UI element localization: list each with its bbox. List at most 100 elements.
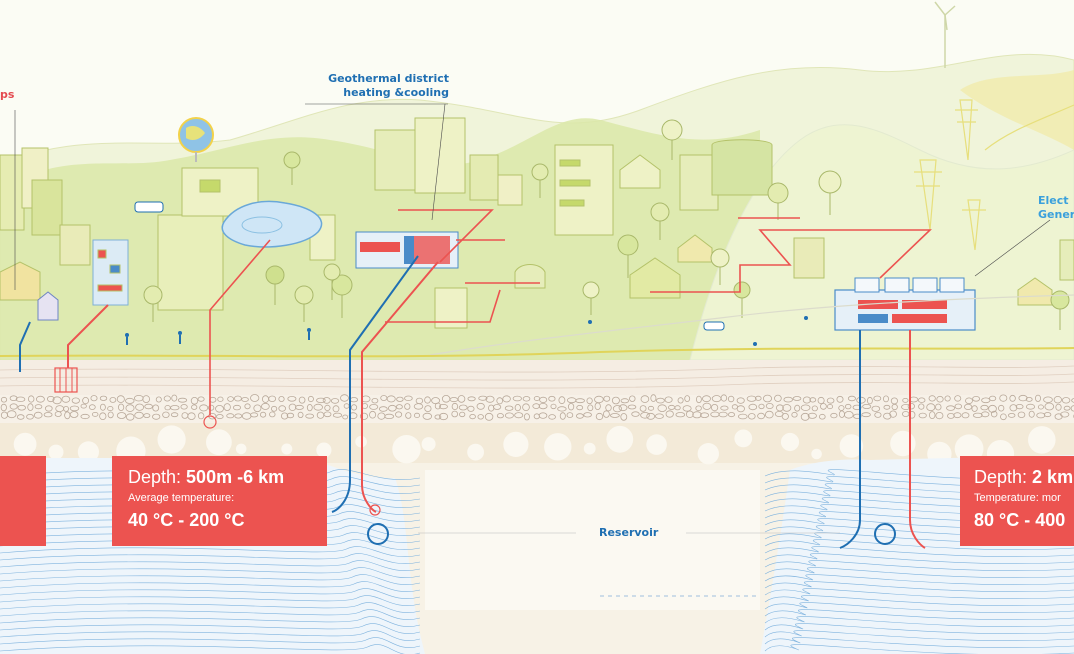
pebble xyxy=(972,412,983,418)
infobox-partial-left xyxy=(0,456,46,546)
pebble xyxy=(583,412,592,418)
pebble xyxy=(476,402,485,410)
rock-line xyxy=(764,637,1074,648)
pebble xyxy=(700,412,710,419)
pebble xyxy=(1015,403,1024,410)
buildings-left xyxy=(0,147,336,321)
pebble xyxy=(640,395,650,403)
rock-line xyxy=(764,616,1074,627)
pebble xyxy=(883,404,891,410)
pebble xyxy=(999,394,1008,402)
pebble xyxy=(125,413,135,421)
pebble xyxy=(180,404,188,410)
pebble xyxy=(891,403,898,411)
pebble xyxy=(684,395,691,403)
pebble xyxy=(504,412,514,419)
pebble xyxy=(125,397,135,404)
rock-line xyxy=(0,602,421,613)
pebble xyxy=(170,405,180,411)
pebble xyxy=(26,413,34,420)
solar-globe-icon xyxy=(178,117,214,162)
pebble xyxy=(718,411,728,418)
pebble xyxy=(883,412,892,420)
power-pylon-icon xyxy=(914,99,1074,251)
pebble xyxy=(69,405,80,412)
pebble xyxy=(550,403,557,410)
pebble xyxy=(496,397,504,405)
pebble xyxy=(404,395,413,401)
wells xyxy=(19,239,926,549)
pebble xyxy=(1017,411,1026,418)
pebble xyxy=(988,395,997,402)
pebble xyxy=(234,413,243,419)
pebble xyxy=(82,396,89,405)
pebble xyxy=(187,412,196,421)
rock-line xyxy=(764,602,1074,613)
pebble xyxy=(802,396,812,404)
pebble xyxy=(728,412,736,418)
pebble xyxy=(918,412,927,419)
pebble xyxy=(747,413,756,420)
pebble xyxy=(603,395,611,402)
bubble xyxy=(316,442,332,458)
district-label-line1: Geothermal district xyxy=(328,72,449,85)
bubble xyxy=(646,434,667,455)
pebble xyxy=(305,413,315,419)
pebble xyxy=(575,398,585,404)
rock-line xyxy=(0,595,421,606)
pebble xyxy=(109,396,117,403)
pebble xyxy=(758,403,765,410)
rock-line xyxy=(0,567,421,578)
pebble xyxy=(125,404,135,412)
rock-line xyxy=(764,630,1074,641)
pebble xyxy=(16,414,25,420)
pebble xyxy=(765,402,774,409)
rock-line xyxy=(764,588,1074,599)
buildings-district xyxy=(374,117,1074,329)
pebble xyxy=(297,411,304,418)
pebble xyxy=(620,398,629,404)
wind-turbine-icon xyxy=(934,1,956,68)
pebble xyxy=(902,397,909,403)
pebble xyxy=(451,410,459,418)
bubble xyxy=(544,433,572,461)
pebble xyxy=(485,395,495,403)
pebble xyxy=(451,402,459,411)
pebble xyxy=(116,395,125,403)
temperature-label: Average temperature: xyxy=(128,492,235,504)
rock-line xyxy=(764,581,1074,592)
pebble xyxy=(566,412,574,419)
pebble xyxy=(1063,405,1071,411)
pebble xyxy=(250,394,260,402)
pebble xyxy=(1053,396,1062,404)
pebble xyxy=(809,397,817,403)
pebble xyxy=(477,414,484,420)
pebble xyxy=(227,396,235,402)
pebble xyxy=(359,412,369,420)
pebble xyxy=(782,404,792,412)
pebble xyxy=(918,403,925,410)
pebble xyxy=(586,397,593,405)
pebble xyxy=(413,412,420,418)
pebble xyxy=(387,404,397,412)
pebble xyxy=(727,395,735,403)
rock-line xyxy=(0,560,421,571)
pebble xyxy=(261,402,270,410)
pebble xyxy=(369,403,379,410)
pebble xyxy=(627,404,637,410)
pebble xyxy=(190,396,199,405)
pebble xyxy=(152,404,160,412)
pebble xyxy=(80,413,90,420)
pebble xyxy=(757,412,765,420)
pebble xyxy=(107,406,114,412)
pebble xyxy=(836,395,844,403)
pebble xyxy=(467,405,475,412)
pebble xyxy=(478,395,488,401)
pebble xyxy=(69,411,79,418)
pebble xyxy=(269,411,276,418)
pebble xyxy=(395,404,403,410)
pebble xyxy=(1025,396,1033,402)
pebble xyxy=(800,404,811,411)
pebble xyxy=(523,413,530,421)
